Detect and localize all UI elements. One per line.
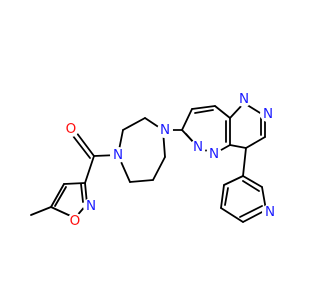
atom-labels: O O N N N N N N <box>63 91 278 229</box>
svg-text:N: N <box>193 139 203 155</box>
svg-text:O: O <box>66 121 77 137</box>
svg-text:N: N <box>160 122 170 138</box>
atom-n-triazole-1: N <box>236 91 252 107</box>
svg-text:N: N <box>263 106 273 122</box>
pyridazine-ring <box>181 105 231 155</box>
svg-text:N: N <box>239 91 249 107</box>
atom-n-pyridine: N <box>262 204 278 220</box>
bonds <box>30 102 267 223</box>
atom-n-triazole-2: N <box>260 106 276 122</box>
methyl-bond <box>30 206 52 216</box>
svg-text:N: N <box>86 198 96 214</box>
svg-text:O: O <box>70 213 81 229</box>
triazole-pyridine-bond <box>242 147 247 177</box>
atom-n-diazepane-left: N <box>110 147 126 163</box>
isoxazole-carbonyl-bond <box>84 155 95 184</box>
atom-n-pyridazine-1: N <box>190 139 206 155</box>
svg-text:N: N <box>209 146 219 162</box>
molecule-structure: O O N N N N N N <box>30 91 278 229</box>
atom-o-carbonyl: O <box>63 121 79 137</box>
atom-n-diazepane-right: N <box>157 122 173 138</box>
triazole-ring <box>229 102 266 149</box>
atom-o-isoxazole: O <box>67 213 83 229</box>
atom-n-isoxazole: N <box>83 198 99 214</box>
atom-n-pyridazine-2: N <box>206 146 222 162</box>
svg-text:N: N <box>113 147 123 163</box>
pyridine-ring <box>220 175 267 223</box>
svg-text:N: N <box>265 204 275 220</box>
carbonyl <box>72 131 95 159</box>
